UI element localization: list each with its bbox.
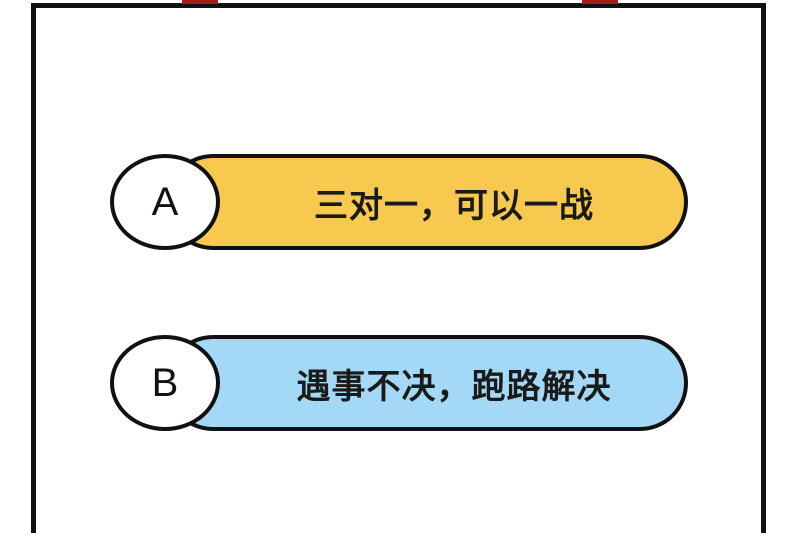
top-tab-left bbox=[182, 0, 218, 4]
option-a[interactable]: A 三对一，可以一战 bbox=[110, 154, 688, 250]
option-a-text: 三对一，可以一战 bbox=[314, 185, 594, 226]
option-b-pill bbox=[165, 335, 688, 431]
option-b[interactable]: B 遇事不决，跑路解决 bbox=[110, 335, 688, 431]
option-b-text: 遇事不决，跑路解决 bbox=[296, 366, 612, 407]
option-b-letter-badge: B bbox=[110, 335, 220, 431]
option-a-letter-badge: A bbox=[110, 154, 220, 250]
option-a-pill bbox=[165, 154, 688, 250]
top-tab-right bbox=[582, 0, 618, 4]
comic-panel bbox=[31, 3, 766, 533]
